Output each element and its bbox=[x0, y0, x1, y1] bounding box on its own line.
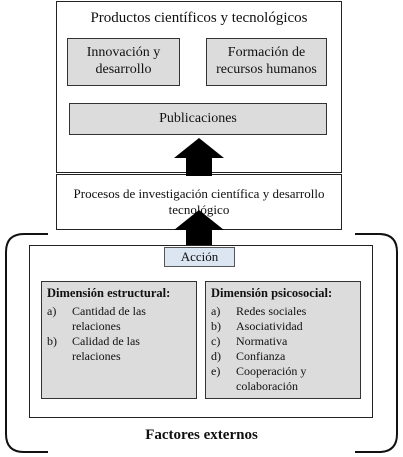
up-arrow-icon bbox=[174, 210, 224, 248]
structural-list: a) Cantidad de las relaciones b) Calidad… bbox=[47, 304, 191, 364]
list-item: a) Cantidad de las relaciones bbox=[47, 304, 146, 333]
publications-box: Publicaciones bbox=[69, 103, 327, 135]
list-item: b) Calidad de las relaciones bbox=[47, 334, 140, 363]
list-item: c) Normativa bbox=[211, 334, 288, 348]
products-title: Productos científicos y tecnológicos bbox=[90, 10, 308, 26]
list-item: e) Cooperación y colaboración bbox=[211, 364, 307, 393]
innovation-box: Innovación y desarrollo bbox=[67, 38, 180, 86]
psychosocial-dimension-title: Dimensión psicosocial: bbox=[211, 286, 333, 300]
training-box: Formación de recursos humanos bbox=[206, 38, 327, 86]
external-factors-label: Factores externos bbox=[145, 427, 258, 443]
list-item: b) Asociatividad bbox=[211, 319, 303, 333]
action-label: Acción bbox=[164, 247, 235, 267]
list-item: a) Redes sociales bbox=[211, 304, 307, 318]
psychosocial-dimension-box: Dimensión psicosocial: a) Redes sociales… bbox=[205, 281, 361, 399]
up-arrow-icon bbox=[174, 138, 224, 176]
structural-dimension-box: Dimensión estructural: a) Cantidad de la… bbox=[41, 281, 197, 399]
structural-dimension-title: Dimensión estructural: bbox=[47, 286, 171, 300]
list-item: d) Confianza bbox=[211, 349, 286, 363]
psychosocial-list: a) Redes sociales b) Asociatividad c) No… bbox=[211, 304, 355, 394]
